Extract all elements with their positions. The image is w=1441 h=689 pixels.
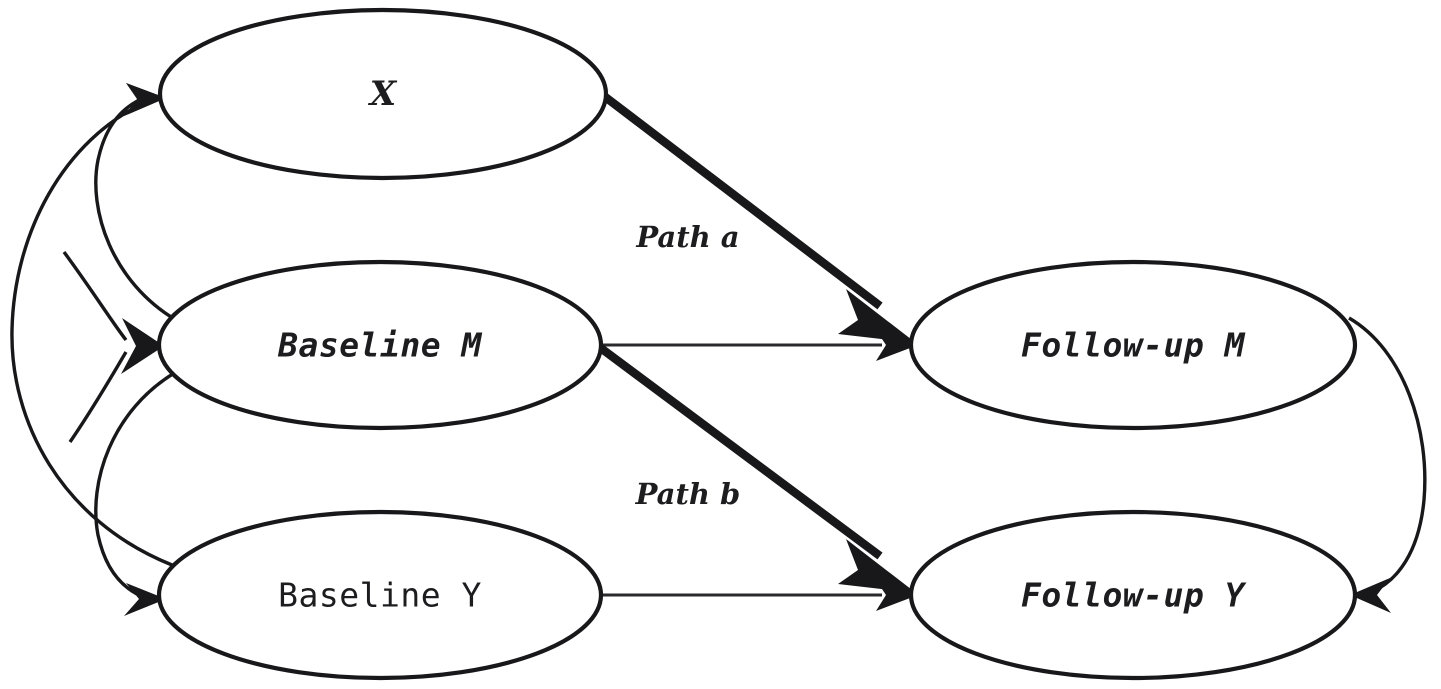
node-followup-y[interactable]: Follow-up Y [908, 509, 1358, 681]
edge-baseline-m-to-baseline-y[interactable] [94, 370, 177, 616]
edge-into-baseline-m-arrowhead-group [121, 318, 164, 374]
node-x-ellipse [157, 7, 609, 181]
edge-followup-m-to-followup-y-line [1348, 316, 1427, 594]
node-x[interactable]: X [157, 7, 609, 181]
node-baseline-m[interactable]: Baseline M [156, 259, 604, 431]
edge-baseline-m-to-x-line [94, 95, 177, 322]
edge-x-to-followup-m-arrowhead [838, 289, 916, 343]
edge-into-baseline-m-arrowhead [121, 318, 164, 374]
edge-baseline-y-to-x[interactable] [10, 83, 173, 567]
edge-stub-upper-into-baseline-m [62, 250, 128, 342]
node-followup-m[interactable]: Follow-up M [908, 259, 1358, 431]
edge-baseline-m-to-baseline-y-arrowhead [124, 583, 166, 616]
edge-followup-m-to-followup-y[interactable] [1348, 316, 1427, 613]
edge-baseline-m-to-followup-y[interactable] [595, 342, 916, 593]
node-followup-m-ellipse [908, 259, 1358, 431]
edge-baseline-y-to-x-line [10, 99, 173, 567]
node-followup-m-label: Follow-up M [1021, 326, 1246, 365]
node-baseline-m-ellipse [156, 259, 604, 431]
edge-x-to-followup-m-line [597, 89, 883, 310]
node-baseline-y-label: Baseline Y [278, 576, 482, 615]
node-followup-y-ellipse [908, 509, 1358, 681]
path-b-label: Path b [635, 477, 741, 511]
edge-baseline-m-to-baseline-y-line [94, 370, 177, 600]
edge-baseline-m-to-followup-y-line [595, 342, 883, 560]
edge-stub-lower-into-baseline-m [68, 351, 128, 443]
edge-baseline-m-to-x[interactable] [94, 83, 177, 322]
edge-x-to-followup-m[interactable] [597, 89, 916, 343]
edge-followup-m-to-followup-y-arrowhead [1350, 578, 1391, 613]
node-baseline-m-label: Baseline M [277, 326, 482, 365]
edge-baseline-m-to-followup-y-arrowhead [838, 539, 916, 593]
path-a-label: Path a [635, 220, 739, 254]
node-followup-y-label: Follow-up Y [1021, 576, 1247, 615]
edge-baseline-m-to-x-arrowhead [124, 83, 166, 116]
node-x-label: X [368, 74, 398, 114]
node-baseline-y[interactable]: Baseline Y [156, 509, 604, 681]
node-baseline-y-ellipse [156, 509, 604, 681]
